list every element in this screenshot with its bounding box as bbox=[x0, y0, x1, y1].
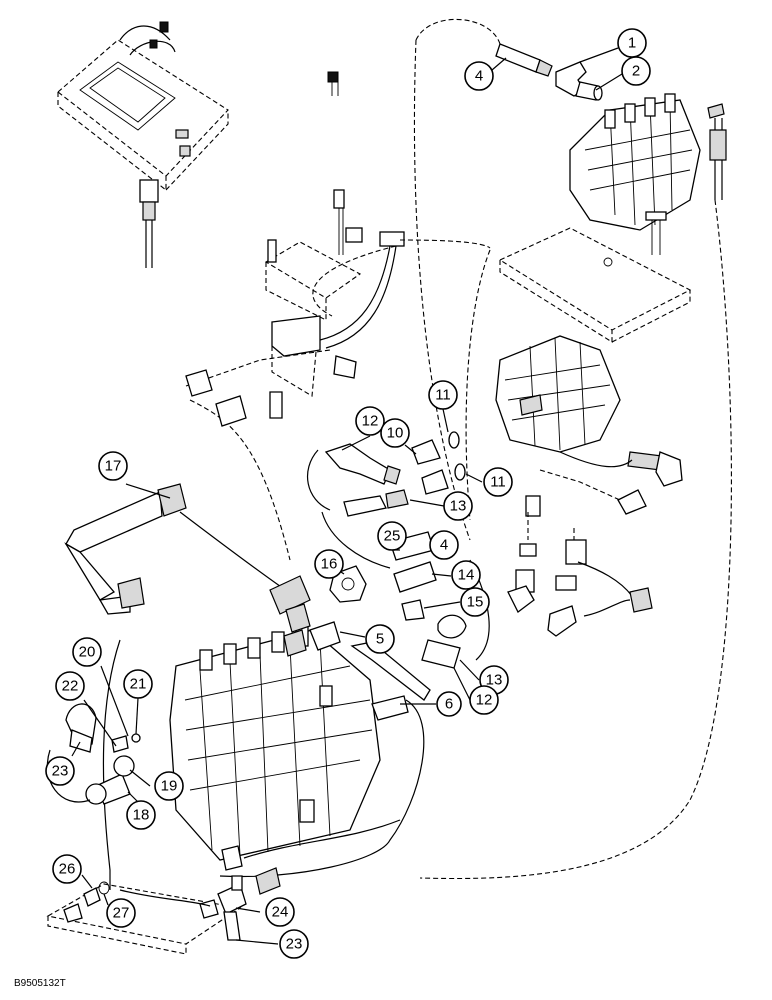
fitting-group-1-2-4 bbox=[495, 43, 603, 101]
callout-21: 21 bbox=[123, 669, 153, 699]
control-panel-bracket bbox=[57, 21, 229, 192]
callout-11-b: 11 bbox=[483, 467, 513, 497]
callout-12: 12 bbox=[355, 406, 385, 436]
tube-assembly-17 bbox=[64, 483, 301, 615]
callout-label: 18 bbox=[133, 807, 150, 824]
callout-label: 17 bbox=[105, 458, 122, 475]
callout-label: 26 bbox=[59, 861, 76, 878]
callout-label: 1 bbox=[628, 35, 636, 52]
callout-label: 12 bbox=[476, 692, 493, 709]
callout-label: 11 bbox=[435, 387, 451, 404]
callout-label: 4 bbox=[440, 537, 448, 554]
callout-12-b: 12 bbox=[469, 685, 499, 715]
callout-label: 14 bbox=[458, 567, 475, 584]
callout-15: 15 bbox=[460, 587, 490, 617]
callout-label: 24 bbox=[272, 904, 289, 921]
callout-17: 17 bbox=[98, 451, 128, 481]
small-clip-top bbox=[327, 71, 339, 96]
callout-16: 16 bbox=[314, 549, 344, 579]
callout-label: 13 bbox=[450, 498, 467, 515]
callout-20: 20 bbox=[72, 637, 102, 667]
callout-23: 23 bbox=[45, 756, 75, 786]
callout-label: 15 bbox=[467, 594, 484, 611]
callout-13: 13 bbox=[443, 491, 473, 521]
callout-14: 14 bbox=[451, 560, 481, 590]
callout-11: 11 bbox=[428, 380, 458, 410]
callout-26: 26 bbox=[52, 854, 82, 884]
bottom-fittings bbox=[46, 819, 401, 955]
callout-label: 22 bbox=[62, 678, 79, 695]
callout-label: 20 bbox=[79, 644, 96, 661]
upper-control-valve bbox=[569, 93, 727, 231]
mounting-bracket-center bbox=[264, 189, 405, 419]
callout-10: 10 bbox=[380, 418, 410, 448]
callout-label: 27 bbox=[113, 905, 130, 922]
callout-label: 4 bbox=[475, 68, 483, 85]
figure-code: B9505132T bbox=[14, 978, 66, 989]
callout-label: 23 bbox=[286, 936, 303, 953]
callout-label: 21 bbox=[130, 676, 147, 693]
callout-label: 23 bbox=[52, 763, 69, 780]
callout-24: 24 bbox=[265, 897, 295, 927]
callout-label: 13 bbox=[486, 672, 503, 689]
leader-lines bbox=[71, 47, 623, 945]
main-control-valve bbox=[102, 575, 431, 890]
valve-fittings-left bbox=[46, 703, 141, 805]
middle-control-valve bbox=[495, 335, 683, 487]
harness-connector-left bbox=[139, 179, 159, 268]
callout-label: 6 bbox=[445, 696, 453, 713]
callout-label: 10 bbox=[387, 425, 404, 442]
callout-label: 19 bbox=[161, 778, 178, 795]
callout-23-b: 23 bbox=[279, 929, 309, 959]
callout-25: 25 bbox=[377, 521, 407, 551]
callout-2: 2 bbox=[621, 56, 651, 86]
callout-label: 16 bbox=[321, 556, 338, 573]
callout-label: 11 bbox=[490, 474, 506, 491]
callout-label: 25 bbox=[384, 528, 401, 545]
callout-label: 12 bbox=[362, 413, 379, 430]
callout-18: 18 bbox=[126, 800, 156, 830]
callout-1: 1 bbox=[617, 28, 647, 58]
callout-4: 4 bbox=[464, 61, 494, 91]
upper-valve-plate bbox=[498, 211, 692, 343]
callout-label: 2 bbox=[632, 63, 640, 80]
callout-4-b: 4 bbox=[429, 530, 459, 560]
callout-27: 27 bbox=[106, 898, 136, 928]
callout-label: 5 bbox=[376, 631, 384, 648]
hose-fittings-group bbox=[306, 431, 490, 669]
callout-5: 5 bbox=[365, 624, 395, 654]
callout-19: 19 bbox=[154, 771, 184, 801]
callout-6: 6 bbox=[436, 691, 462, 717]
small-fittings-right-column bbox=[507, 469, 653, 637]
callout-22: 22 bbox=[55, 671, 85, 701]
